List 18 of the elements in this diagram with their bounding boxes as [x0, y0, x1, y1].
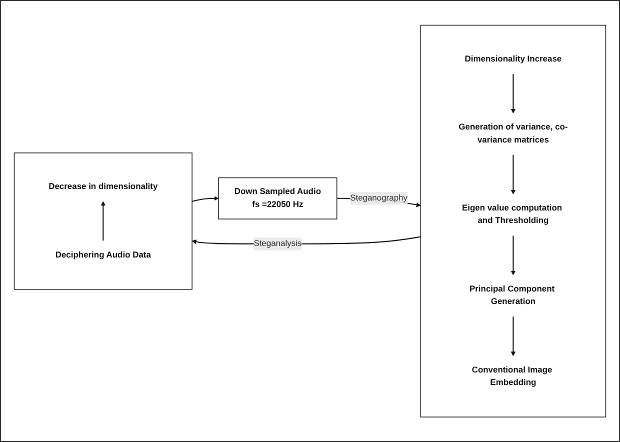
node-text: Dimensionality Increase — [464, 54, 562, 64]
arrow — [192, 196, 219, 202]
node-text: Principal Component Generation — [470, 284, 555, 306]
edge-label: Steganography — [350, 194, 408, 202]
node-text: Eigen value computation and Thresholding — [462, 204, 562, 226]
arrow — [100, 200, 106, 241]
arrow — [510, 154, 516, 194]
cluster — [14, 152, 192, 290]
edge-label: Steganalysis — [254, 238, 302, 248]
node-box: Down Sampled Audio fs =22050 Hz — [218, 177, 338, 220]
node-text: Decrease in dimensionality — [48, 182, 158, 192]
node-text: Conventional Image Embedding — [472, 365, 552, 388]
cluster — [420, 24, 606, 418]
node-text: Deciphering Audio Data — [55, 250, 151, 260]
arrow — [510, 235, 516, 276]
node-text: Generation of variance, co-variance matrices — [458, 122, 568, 144]
arrow — [510, 73, 516, 114]
arrow — [510, 316, 516, 356]
